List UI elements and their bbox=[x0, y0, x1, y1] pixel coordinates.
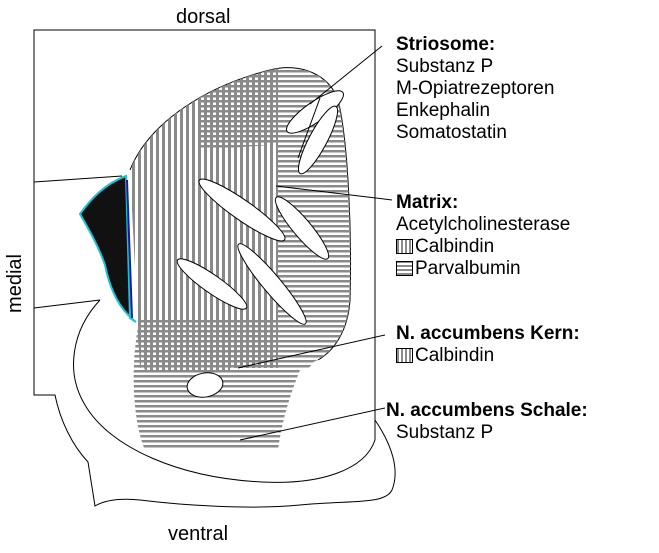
matrix-marker-label: Calbindin bbox=[415, 236, 494, 257]
striosome-item: Somatostatin bbox=[396, 122, 554, 144]
leader-line-striosome bbox=[310, 46, 382, 104]
accumbens-core-title: N. accumbens Kern: bbox=[396, 323, 580, 345]
matrix-legend: Matrix: Acetylcholinesterase Calbindin P… bbox=[396, 192, 570, 280]
accumbens-core-marker-label: Calbindin bbox=[415, 345, 494, 366]
accumbens-core-legend: N. accumbens Kern: Calbindin bbox=[396, 323, 580, 367]
matrix-item: Acetylcholinesterase bbox=[396, 214, 570, 236]
striosome-item: M-Opiatrezeptoren bbox=[396, 78, 554, 100]
horizontal-stripes-icon bbox=[396, 261, 413, 276]
accumbens-shell-title: N. accumbens Schale: bbox=[386, 400, 588, 422]
matrix-marker-label: Parvalbumin bbox=[415, 258, 521, 279]
dorsal-label: dorsal bbox=[176, 6, 230, 29]
matrix-title: Matrix: bbox=[396, 192, 570, 214]
accumbens-shell-item: Substanz P bbox=[386, 422, 588, 444]
medial-boundary-lower bbox=[34, 300, 100, 308]
striosome-title: Striosome: bbox=[396, 34, 554, 56]
medial-boundary bbox=[34, 176, 122, 182]
matrix-marker: Calbindin bbox=[396, 236, 570, 258]
accumbens-core-vertical bbox=[138, 318, 230, 370]
accumbens-core-marker: Calbindin bbox=[396, 345, 580, 367]
ventral-label: ventral bbox=[168, 523, 228, 546]
striosome-legend: Striosome: Substanz P M-Opiatrezeptoren … bbox=[396, 34, 554, 144]
medial-label: medial bbox=[4, 254, 27, 313]
striosome-item: Substanz P bbox=[396, 56, 554, 78]
vertical-stripes-icon bbox=[396, 348, 413, 363]
vertical-stripes-icon bbox=[396, 239, 413, 254]
matrix-marker: Parvalbumin bbox=[396, 258, 570, 280]
striosome-item: Enkephalin bbox=[396, 100, 554, 122]
accumbens-shell-legend: N. accumbens Schale: Substanz P bbox=[386, 400, 588, 444]
